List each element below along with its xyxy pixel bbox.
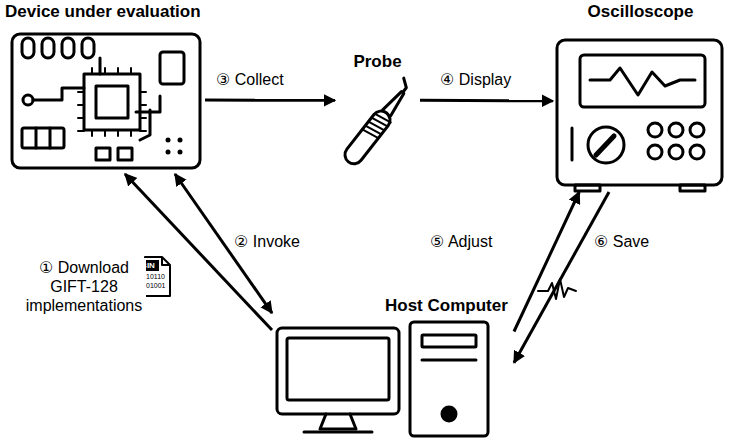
circuit-board — [12, 34, 200, 168]
chip-pins — [78, 68, 146, 136]
chip-pin — [78, 91, 84, 93]
chip-pin — [140, 104, 146, 106]
chip-pin — [130, 130, 132, 136]
chip-pin — [130, 68, 132, 74]
binary-digits: 01001 — [146, 282, 165, 290]
probe-node: Probe — [335, 52, 420, 167]
probe-coil — [362, 111, 390, 140]
chip-pin — [117, 130, 119, 136]
chip-pin — [78, 117, 84, 119]
chip-pin — [91, 68, 93, 74]
computer-node: Host Computer — [272, 296, 514, 438]
node-heading: Host Computer — [385, 296, 508, 316]
arrow-connector — [125, 174, 272, 330]
node-heading: Oscilloscope — [588, 2, 694, 22]
chip-pin — [140, 117, 146, 119]
chip-pin — [78, 104, 84, 106]
device-node: Device under evaluation — [5, 2, 205, 174]
chip-pin — [140, 91, 146, 93]
waveform-symbol — [538, 279, 576, 299]
step-label: ④ Display — [438, 70, 513, 89]
computer-icon — [277, 322, 488, 436]
probe-icon — [341, 77, 417, 167]
chip-pin — [91, 130, 93, 136]
step-label: ② Invoke — [232, 232, 302, 251]
oscilloscope-node: Oscilloscope — [553, 2, 728, 192]
step-label: ⑥ Save — [592, 232, 651, 251]
chip-pin — [104, 68, 106, 74]
chip-pin — [140, 130, 146, 132]
step-label: ① Download GIFT-128 implementations — [22, 258, 146, 315]
binary-digits: 10110 — [146, 273, 165, 281]
oscilloscope-icon — [557, 40, 722, 191]
arrow-connector — [420, 99, 553, 103]
chip-pin — [117, 68, 119, 74]
coil-turn — [375, 111, 391, 124]
step-label: ⑤ Adjust — [428, 232, 494, 251]
arrow-connector — [205, 99, 335, 102]
chip-pin — [104, 130, 106, 136]
node-heading: Probe — [353, 52, 401, 72]
chip-pin — [78, 130, 84, 132]
step-label: ③ Collect — [214, 70, 286, 89]
arrow-connector — [514, 192, 609, 363]
node-heading: Device under evaluation — [5, 2, 201, 22]
